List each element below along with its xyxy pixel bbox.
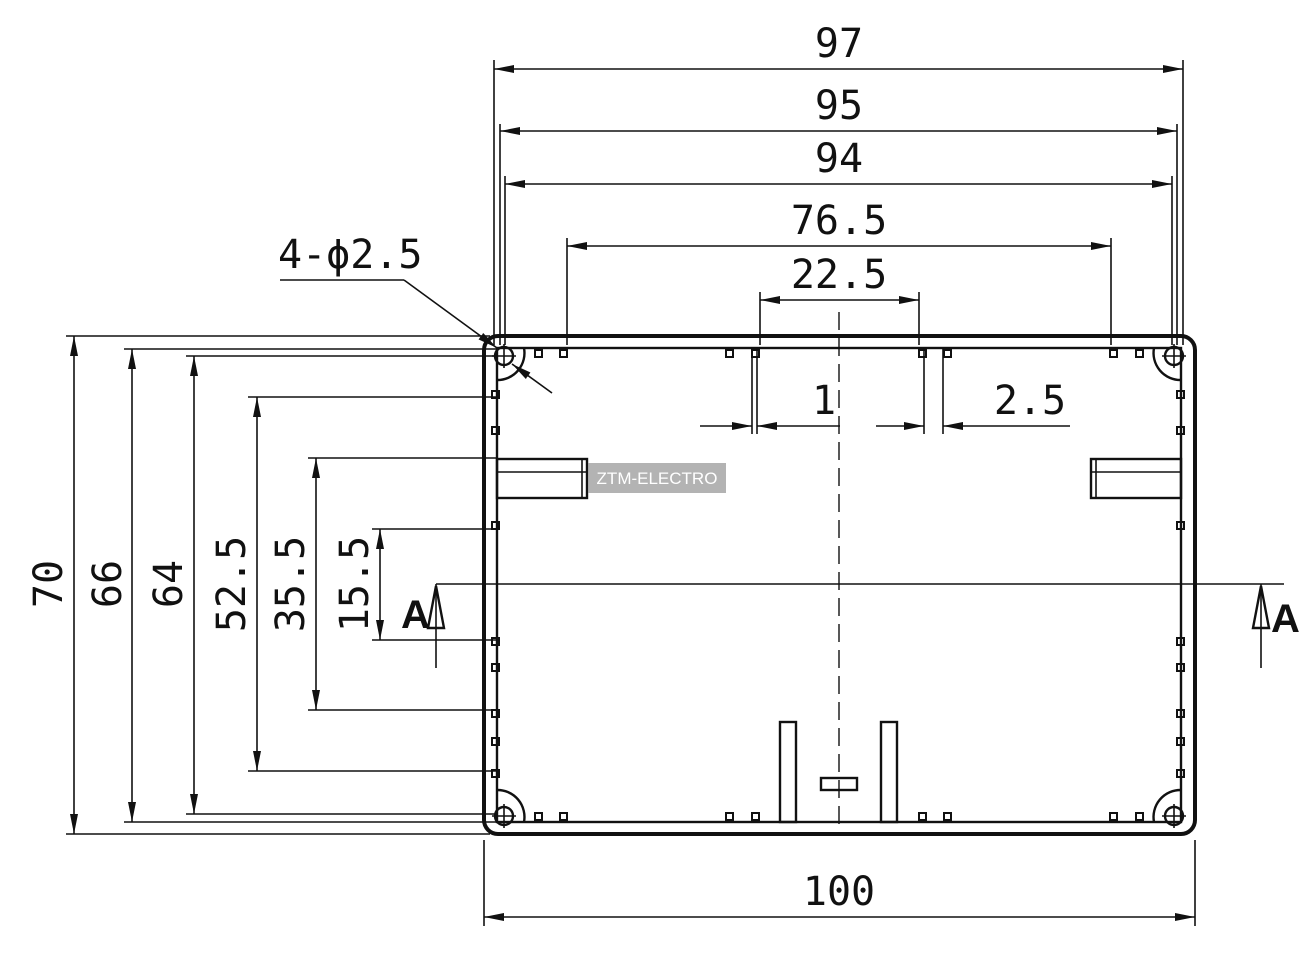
section-marker-left: A bbox=[401, 584, 446, 668]
rib-top bbox=[1135, 349, 1144, 358]
rib-top bbox=[1109, 349, 1118, 358]
rib-left bbox=[491, 663, 500, 672]
dim-2-5: 2.5 bbox=[994, 378, 1066, 424]
dim-64: 64 bbox=[146, 560, 192, 608]
rib-right bbox=[1176, 737, 1185, 746]
rib-bottom bbox=[918, 812, 927, 821]
dim-35-5: 35.5 bbox=[268, 536, 314, 632]
dim-100: 100 bbox=[803, 869, 875, 915]
rib-right bbox=[1176, 521, 1185, 530]
side-guides bbox=[495, 457, 1183, 500]
rib-right bbox=[1176, 709, 1185, 718]
dim-15-5: 15.5 bbox=[332, 536, 378, 632]
hole-bottom-right bbox=[1152, 788, 1186, 828]
rib-top bbox=[725, 349, 734, 358]
left-dimensions: 70 66 64 52.5 35.5 15.5 bbox=[26, 335, 497, 835]
hole-bottom-left bbox=[492, 788, 526, 828]
dim-95: 95 bbox=[815, 83, 863, 129]
dim-97: 97 bbox=[815, 21, 863, 67]
rib-bottom bbox=[943, 812, 952, 821]
dim-52-5: 52.5 bbox=[209, 536, 255, 632]
wall-ribs bbox=[491, 349, 1185, 821]
hole-spec: 4-ϕ2.5 bbox=[278, 232, 423, 278]
rib-bottom bbox=[1109, 812, 1118, 821]
dim-70: 70 bbox=[26, 560, 72, 608]
dim-66: 66 bbox=[85, 560, 131, 608]
section-marker-right: A bbox=[1251, 584, 1300, 668]
rib-left bbox=[491, 769, 500, 778]
rib-right bbox=[1176, 769, 1185, 778]
rib-top bbox=[534, 349, 543, 358]
dim-22-5: 22.5 bbox=[791, 252, 887, 298]
top-dimensions: 97 95 94 76.5 22.5 bbox=[493, 21, 1184, 345]
watermark-text: ZTM-ELECTRO bbox=[597, 469, 718, 488]
rib-right bbox=[1176, 390, 1185, 399]
rib-left bbox=[491, 390, 500, 399]
hole-top-right bbox=[1152, 344, 1186, 382]
rib-top bbox=[943, 349, 952, 358]
rib-left bbox=[491, 637, 500, 646]
rib-bottom bbox=[1135, 812, 1144, 821]
rib-right bbox=[1176, 426, 1185, 435]
dim-94: 94 bbox=[815, 136, 863, 182]
dim-1: 1 bbox=[812, 378, 836, 424]
detail-dimensions: 1 2.5 bbox=[700, 348, 1070, 434]
rib-bottom bbox=[751, 812, 760, 821]
watermark-badge: ZTM-ELECTRO bbox=[588, 463, 726, 493]
rib-right bbox=[1176, 663, 1185, 672]
rib-top bbox=[559, 349, 568, 358]
rib-bottom bbox=[725, 812, 734, 821]
hole-callout: 4-ϕ2.5 bbox=[278, 232, 553, 394]
rib-bottom bbox=[559, 812, 568, 821]
rib-top bbox=[918, 349, 927, 358]
rib-left bbox=[491, 737, 500, 746]
rib-right bbox=[1176, 637, 1185, 646]
section-label-right: A bbox=[1271, 597, 1300, 641]
rib-top bbox=[751, 349, 760, 358]
rib-bottom bbox=[534, 812, 543, 821]
dim-76-5: 76.5 bbox=[791, 198, 887, 244]
center-lines bbox=[436, 312, 1284, 830]
rib-left bbox=[491, 426, 500, 435]
bottom-dimension: 100 bbox=[483, 840, 1196, 926]
section-label-left: A bbox=[401, 593, 430, 637]
